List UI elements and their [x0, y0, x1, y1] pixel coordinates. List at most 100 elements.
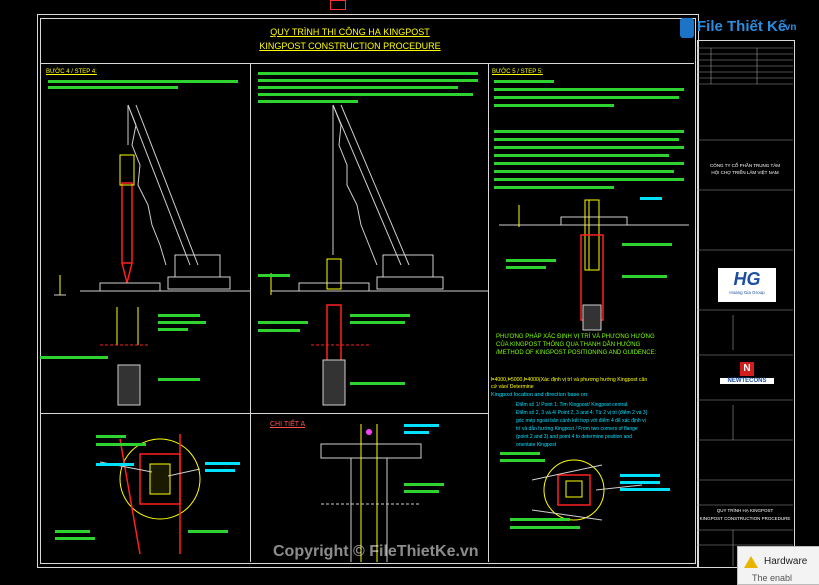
- ntb-logo: N NEWTECONS: [720, 362, 774, 392]
- step-mid-note-4: [258, 93, 473, 96]
- method-intro-1: Þ4000,Þ5000,Þ4000(Xác định vị trí và phư…: [491, 377, 648, 383]
- detail-a-label: CHI TIẾT A: [270, 421, 306, 428]
- detail-a-section: [320, 424, 422, 562]
- company-line-1: CÔNG TY CỔ PHẦN TRUNG TÂM: [710, 163, 780, 168]
- method-item-2c: trí và dẫn hướng Kingpost / From two cor…: [516, 426, 638, 432]
- step5-note-4: [494, 104, 614, 107]
- detail-left-cyan-1: [96, 463, 134, 466]
- copyright-watermark: Copyright © FileThietKe.vn: [273, 543, 479, 560]
- method-item-2d: (point 2 and 3) and point 4 to determine…: [516, 434, 632, 440]
- method-title-vi-1: PHƯƠNG PHÁP XÁC ĐỊNH VỊ TRÍ VÀ PHƯƠNG HƯ…: [496, 334, 655, 340]
- step5-note-12: [494, 186, 614, 189]
- method-item-2b: góc mép ngoài bản cánh kết hợp với điểm …: [516, 418, 646, 424]
- step5-note-13: [622, 243, 672, 246]
- step5-label: BƯỚC 5 / STEP 5:: [492, 69, 543, 75]
- step5-note-3: [494, 96, 679, 99]
- step4-label: BƯỚC 4 / STEP 4:: [46, 69, 97, 75]
- top-marker: [330, 0, 346, 10]
- step-mid-note-7: [350, 314, 410, 317]
- method-item-1: Điểm số 1/ Point 1: Tim Kingpost/ Kingpo…: [516, 402, 629, 408]
- detail-a-cyan-1: [404, 424, 439, 427]
- sheet-title-2: KINGPOST CONSTRUCTION PROCEDURE: [699, 516, 791, 521]
- notification-body: The enabl: [752, 573, 793, 583]
- divider-h-mid: [40, 413, 488, 414]
- step5-plan-detail: [531, 459, 643, 521]
- filethietke-logo-domain: .vn: [782, 22, 797, 33]
- divider-v2: [488, 63, 489, 562]
- notification-title: Hardware: [764, 556, 808, 567]
- divider-top: [40, 63, 694, 64]
- title-en: KINGPOST CONSTRUCTION PROCEDURE: [259, 41, 441, 51]
- detail-a-note-1: [404, 483, 444, 486]
- title-vi: QUY TRÌNH THI CÔNG HẠ KINGPOST: [270, 27, 430, 37]
- method-title-en: /METHOD OF KINGPOST POSITIONING AND GUID…: [496, 350, 657, 356]
- method-intro-3: Kingpost location and direction base on:: [491, 392, 589, 398]
- step-mid-note-2: [258, 79, 478, 82]
- company-line-2: HỘI CHỢ TRIỂN LÃM VIỆT NAM: [711, 170, 779, 175]
- step5-note-14: [506, 259, 556, 262]
- detail-left-cyan-3: [205, 469, 235, 472]
- detail-left-cyan-2: [205, 462, 240, 465]
- detail-left-note-1: [96, 435, 126, 438]
- step4-note-6: [40, 356, 108, 359]
- step5-plan-cyan-2: [620, 481, 660, 484]
- step5-plan-note-2: [500, 459, 545, 462]
- step5-note-9: [494, 162, 684, 165]
- filethietke-logo-mark: [680, 18, 694, 38]
- step5-note-11: [494, 178, 684, 181]
- divider-v1: [250, 63, 251, 413]
- step-mid-note-6: [258, 274, 290, 277]
- step5-kingpost-drawing: [499, 199, 689, 331]
- step4-note-3: [158, 314, 200, 317]
- drawing-area-frame: [40, 18, 696, 564]
- step-mid-note-1: [258, 72, 478, 75]
- step4-note-5: [158, 328, 188, 331]
- filethietke-logo[interactable]: File Thiết Kế .vn: [680, 14, 802, 40]
- detail-a-cyan-2: [404, 431, 429, 434]
- hardware-notification[interactable]: Hardware The enabl: [737, 546, 819, 585]
- step5-note-10: [494, 170, 674, 173]
- step-mid-note-3: [258, 86, 458, 89]
- step4-note-7: [158, 378, 200, 381]
- warning-icon: [744, 556, 758, 568]
- step-mid-note-10: [258, 329, 300, 332]
- hg-logo-sub: Hoang Gia Group: [729, 290, 765, 295]
- detail-a-note-2: [404, 490, 439, 493]
- method-title-vi-2: CỦA KINGPOST THÔNG QUA THANH DẪN HƯỚNG: [496, 342, 641, 348]
- step5-cyan-note-1: [640, 197, 662, 200]
- step5-note-8: [494, 154, 669, 157]
- step5-plan-note-1: [500, 452, 540, 455]
- step5-plan-note-4: [510, 526, 580, 529]
- detail-left-note-2: [96, 443, 146, 446]
- step5-note-2: [494, 88, 684, 91]
- step5-plan-note-3: [510, 518, 570, 521]
- ntb-logo-mark: N: [740, 362, 754, 376]
- step-mid-note-8: [350, 321, 405, 324]
- step4-note-2: [48, 86, 178, 89]
- method-intro-2: cứ vào/ Determine: [491, 384, 534, 390]
- hg-logo-text: HG: [733, 269, 761, 289]
- step-mid-note-9: [258, 321, 308, 324]
- step-mid-note-11: [350, 382, 405, 385]
- step5-plan-cyan-3: [620, 488, 670, 491]
- drawing-frame-outer: [37, 14, 699, 568]
- method-item-2e: orientate Kingpost: [516, 442, 557, 448]
- step4-note-4: [158, 321, 206, 324]
- step4-note-1: [48, 80, 238, 83]
- step5-note-1: [494, 80, 554, 83]
- step4-crane-drawing: [54, 104, 250, 406]
- method-item-2a: Điểm số 2, 3 và 4/ Point 2, 3 and 4: Từ …: [516, 410, 648, 416]
- detail-left-note-5: [188, 530, 228, 533]
- detail-left-plan: [99, 434, 201, 555]
- detail-left-note-3: [55, 530, 90, 533]
- divider-v-detail: [250, 413, 251, 562]
- step5-note-16: [622, 275, 667, 278]
- hg-logo: HG Hoang Gia Group: [718, 268, 776, 302]
- step5-note-7: [494, 146, 684, 149]
- step5-note-5: [494, 130, 684, 133]
- detail-left-note-4: [55, 537, 95, 540]
- step5-plan-cyan-1: [620, 474, 660, 477]
- step5-note-6: [494, 138, 679, 141]
- step5-note-15: [506, 266, 546, 269]
- filethietke-logo-text: File Thiết Kế: [697, 18, 787, 35]
